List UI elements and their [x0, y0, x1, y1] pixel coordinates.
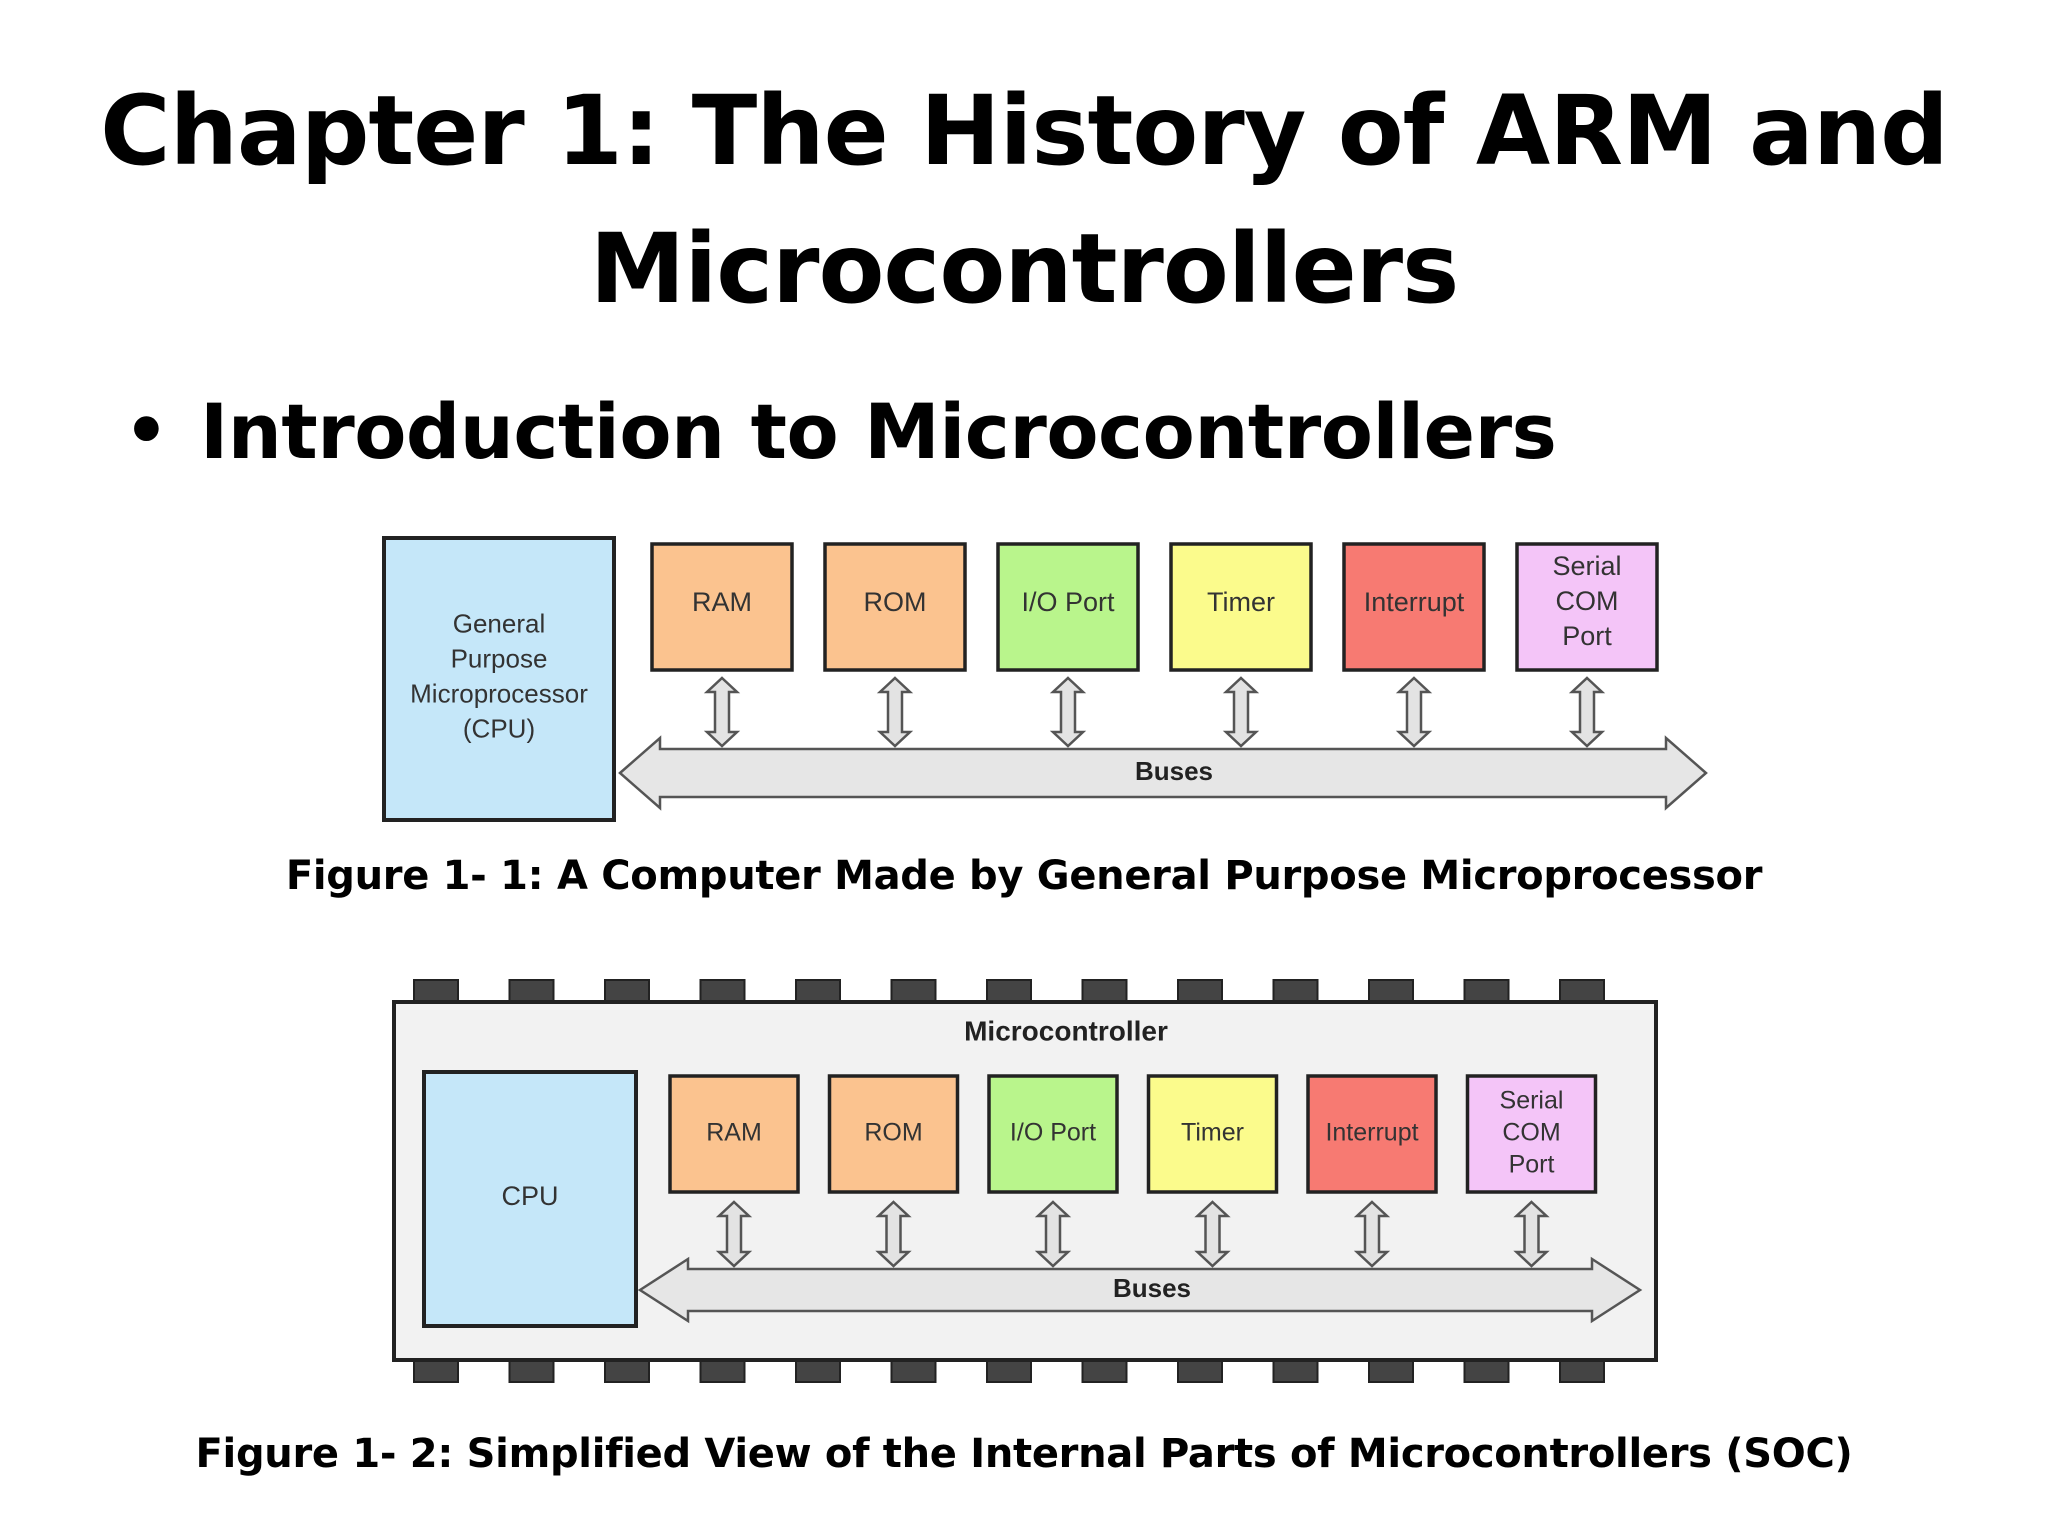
- fig2-bus-link-5-icon: [1353, 1200, 1391, 1268]
- bottom-pin-9: [1177, 1359, 1223, 1383]
- bottom-pin-4: [699, 1359, 746, 1383]
- fig2-bus-arrow-icon: [637, 1256, 1643, 1324]
- bottom-pin-5: [795, 1359, 841, 1383]
- cpu-block: [382, 536, 616, 822]
- top-pin-1: [413, 979, 459, 1003]
- fig2-block-1: [668, 1074, 800, 1194]
- fig2-block-5-label-line-1: Interrupt: [1325, 1119, 1418, 1147]
- bottom-pin-8: [1081, 1359, 1128, 1383]
- cpu-label-line-3: Microprocessor: [410, 678, 588, 708]
- fig1-bus-arrow-icon: [618, 735, 1708, 811]
- fig1-bus-link-1-icon: [703, 676, 741, 748]
- top-pin-10: [1272, 979, 1319, 1003]
- chip-label: Microcontroller: [964, 1015, 1168, 1046]
- bottom-pin-2: [508, 1359, 555, 1383]
- fig1-block-6-label-line-2: COM: [1556, 586, 1619, 616]
- fig1-block-5: [1342, 542, 1486, 672]
- top-pin-7: [986, 979, 1032, 1003]
- fig1-bus-link-6-icon: [1568, 676, 1606, 748]
- fig1-block-2: [823, 542, 967, 672]
- fig2-block-6-label-line-3: Port: [1509, 1151, 1555, 1179]
- top-pin-3: [604, 979, 650, 1003]
- cpu-label-line-1: CPU: [501, 1181, 558, 1211]
- slide-title: Chapter 1: The History of ARM and Microc…: [0, 62, 2048, 338]
- bottom-pin-6: [890, 1359, 937, 1383]
- fig1-bus-link-3-icon: [1049, 676, 1087, 748]
- fig2-block-2: [827, 1074, 960, 1194]
- fig2-bus-link-4-icon: [1194, 1200, 1231, 1268]
- fig2-block-3: [987, 1074, 1119, 1194]
- fig1-block-1: [650, 542, 794, 672]
- top-pin-6: [890, 979, 937, 1003]
- fig2-bus-link-3-icon: [1034, 1200, 1072, 1268]
- bullet-text: Introduction to Microcontrollers: [200, 386, 1557, 476]
- fig1-block-6-label-line-1: Serial: [1552, 551, 1621, 581]
- cpu-label-line-4: (CPU): [463, 713, 535, 743]
- fig2-block-6-label-line-2: COM: [1502, 1119, 1560, 1147]
- fig1-bus-link-4-icon: [1222, 676, 1260, 748]
- fig1-bus-link-2-icon: [876, 676, 914, 748]
- bullet-item: • Introduction to Microcontrollers: [124, 376, 1557, 486]
- fig1-block-6-label-line-3: Port: [1562, 621, 1612, 651]
- bottom-pin-10: [1272, 1359, 1319, 1383]
- top-pin-8: [1081, 979, 1128, 1003]
- fig1-bus-link-5-icon: [1395, 676, 1433, 748]
- figure-1-caption: Figure 1- 1: A Computer Made by General …: [285, 853, 1763, 899]
- fig1-block-1-label-line-1: RAM: [692, 587, 752, 617]
- fig2-block-4-label-line-1: Timer: [1181, 1119, 1244, 1147]
- fig1-block-5-label-line-1: Interrupt: [1364, 587, 1465, 617]
- top-pin-11: [1368, 979, 1414, 1003]
- top-pin-5: [795, 979, 841, 1003]
- fig1-block-3-label-line-1: I/O Port: [1021, 587, 1115, 617]
- title-line-1: Chapter 1: The History of ARM and: [100, 75, 1949, 187]
- fig1-block-6: [1515, 542, 1659, 672]
- figure-2-caption: Figure 1- 2: Simplified View of the Inte…: [195, 1431, 1853, 1477]
- fig2-bus-label: Buses: [1113, 1273, 1191, 1303]
- fig1-block-4: [1169, 542, 1313, 672]
- top-pin-4: [699, 979, 746, 1003]
- cpu-block: [422, 1070, 638, 1328]
- top-pin-9: [1177, 979, 1223, 1003]
- fig2-block-2-label-line-1: ROM: [864, 1119, 922, 1147]
- fig2-block-6-label-line-1: Serial: [1500, 1087, 1564, 1115]
- title-line-2: Microcontrollers: [589, 213, 1459, 325]
- cpu-label-line-1: General: [453, 608, 546, 638]
- fig2-block-3-label-line-1: I/O Port: [1010, 1119, 1096, 1147]
- bullet-dot-icon: •: [124, 390, 169, 472]
- top-pin-2: [508, 979, 555, 1003]
- bottom-pin-7: [986, 1359, 1032, 1383]
- fig1-bus-label: Buses: [1135, 756, 1213, 786]
- bottom-pin-12: [1463, 1359, 1510, 1383]
- fig1-block-3: [996, 542, 1140, 672]
- fig2-bus-link-2-icon: [875, 1200, 912, 1268]
- fig2-block-6: [1465, 1074, 1598, 1194]
- fig1-block-4-label-line-1: Timer: [1207, 587, 1275, 617]
- bottom-pin-13: [1559, 1359, 1605, 1383]
- bottom-pin-11: [1368, 1359, 1414, 1383]
- bottom-pin-1: [413, 1359, 459, 1383]
- top-pin-13: [1559, 979, 1605, 1003]
- fig2-block-5: [1306, 1074, 1438, 1194]
- fig2-block-4: [1146, 1074, 1279, 1194]
- cpu-label-line-2: Purpose: [451, 643, 548, 673]
- top-pin-12: [1463, 979, 1510, 1003]
- fig1-block-2-label-line-1: ROM: [864, 587, 927, 617]
- fig2-bus-link-1-icon: [715, 1200, 753, 1268]
- fig2-block-1-label-line-1: RAM: [706, 1119, 762, 1147]
- fig2-bus-link-6-icon: [1513, 1200, 1550, 1268]
- bottom-pin-3: [604, 1359, 650, 1383]
